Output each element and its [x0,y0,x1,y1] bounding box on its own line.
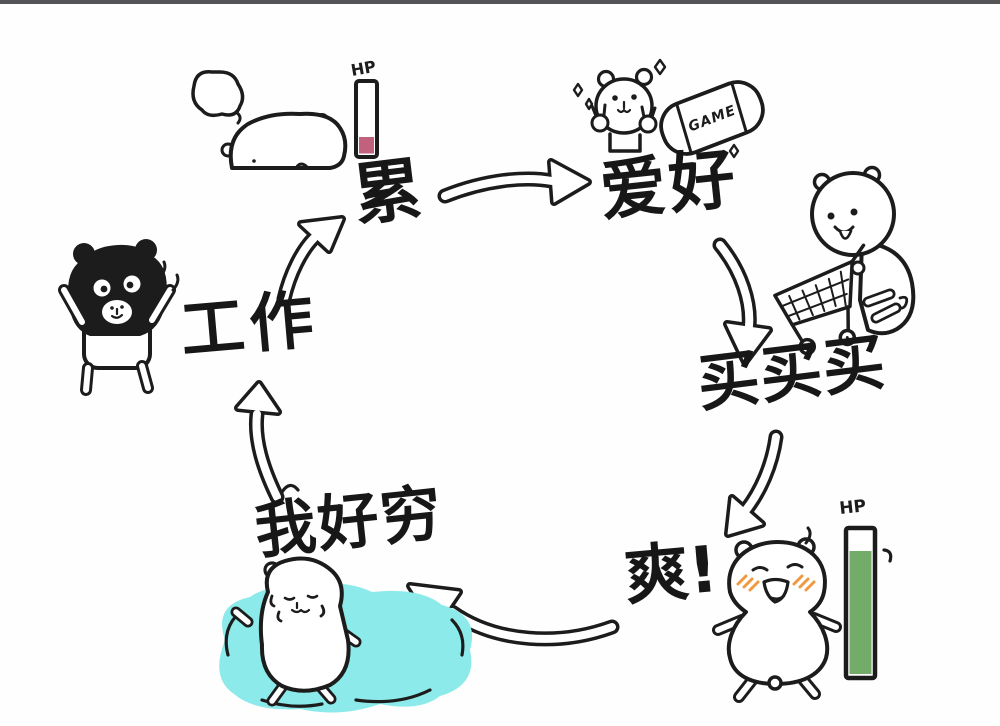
stage-label-poor: 我好穷 [251,477,447,568]
satisfied-bear-illustration: HP [712,496,893,703]
work-bear-illustration [58,239,180,396]
thought-bubble-icon [191,70,245,125]
arrow-buy-to-satisfied [724,429,784,538]
bear-body [726,540,830,686]
top-edge-strip [0,0,1000,4]
blush-marks [736,574,816,592]
hp-full-fill [849,551,872,674]
tired-bear-illustration: HP [191,57,379,170]
game-console-icon: GAME [659,80,765,156]
stage-label-work: 工作 [177,282,322,369]
sparkle-icons [572,58,740,159]
lying-bear-icon [220,111,348,170]
stage-label-satisfied: 爽! [621,532,721,615]
shopping-bear-illustration [773,165,916,356]
bear-body [258,556,351,693]
bear-black-head [67,244,167,336]
hobby-bear-illustration: GAME [572,58,765,159]
hp-full-label: HP [838,496,867,519]
stage-label-hobby: 爱好 [596,139,742,231]
arrow-work-to-tired [276,215,346,307]
bear-body [858,240,916,336]
arrow-poor-to-work [234,380,285,505]
stage-label-tired: 累 [349,149,427,237]
peace-bear-icon [590,67,658,153]
hp-bar-low: HP [349,57,379,159]
poor-bear-illustration [219,483,473,713]
shopping-cart-icon [773,243,866,356]
hp-low-fill [359,137,374,154]
arrow-hobby-to-buy [712,237,773,366]
hp-low-label: HP [349,57,377,80]
arrow-tired-to-hobby [437,158,592,206]
hp-bar-full: HP [838,496,893,681]
